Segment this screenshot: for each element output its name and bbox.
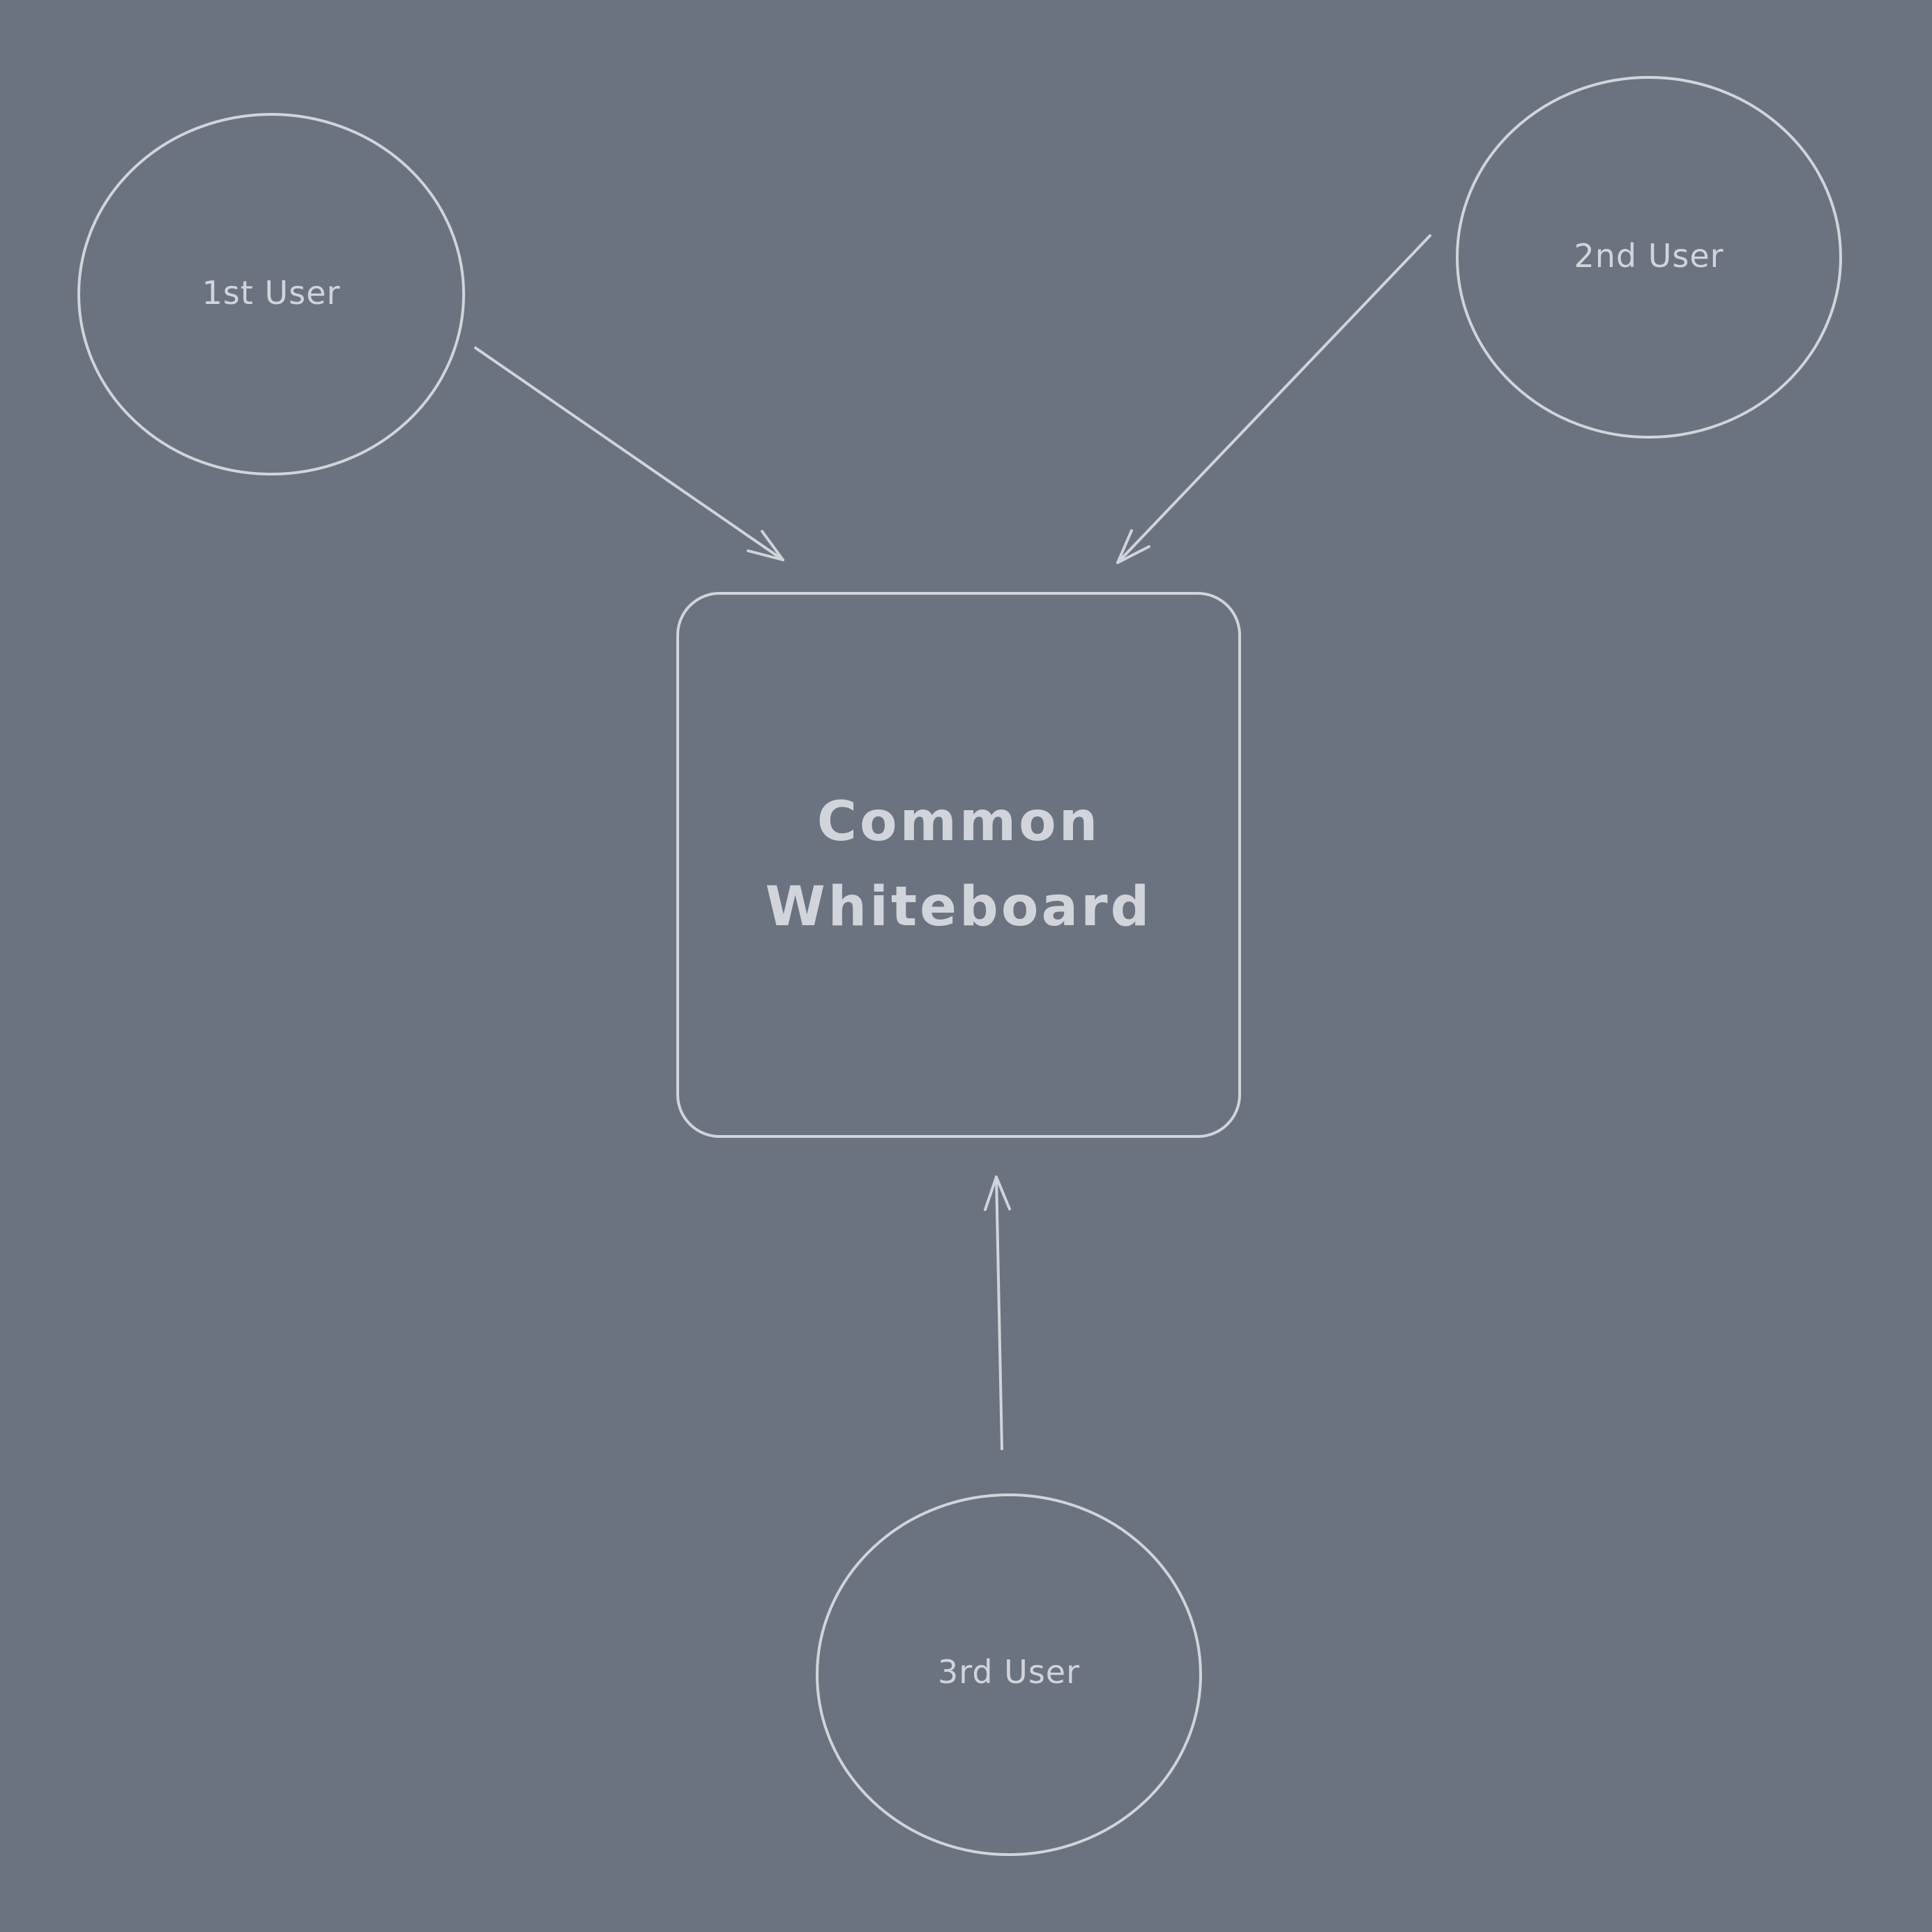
arrow-user1-to-whiteboard[interactable]	[474, 347, 784, 561]
arrowhead-icon	[984, 1176, 1011, 1211]
whiteboard-box[interactable]	[676, 592, 1241, 1138]
arrowhead-icon	[747, 530, 784, 561]
user2-label: 2nd User	[1574, 237, 1724, 275]
whiteboard-label-line1: Common	[816, 791, 1101, 853]
arrow-user2-to-whiteboard[interactable]	[1116, 234, 1431, 564]
whiteboard-label-line2: Whiteboard	[765, 876, 1153, 938]
user3-label: 3rd User	[937, 1653, 1081, 1691]
user3-ellipse[interactable]	[816, 1493, 1202, 1856]
whiteboard-label: Common Whiteboard	[766, 779, 1153, 950]
user2-ellipse[interactable]	[1456, 76, 1842, 439]
user1-label: 1st User	[201, 274, 341, 312]
arrow-user3-to-whiteboard[interactable]	[984, 1176, 1011, 1450]
user1-ellipse[interactable]	[77, 113, 465, 476]
arrowhead-icon	[1116, 529, 1150, 564]
